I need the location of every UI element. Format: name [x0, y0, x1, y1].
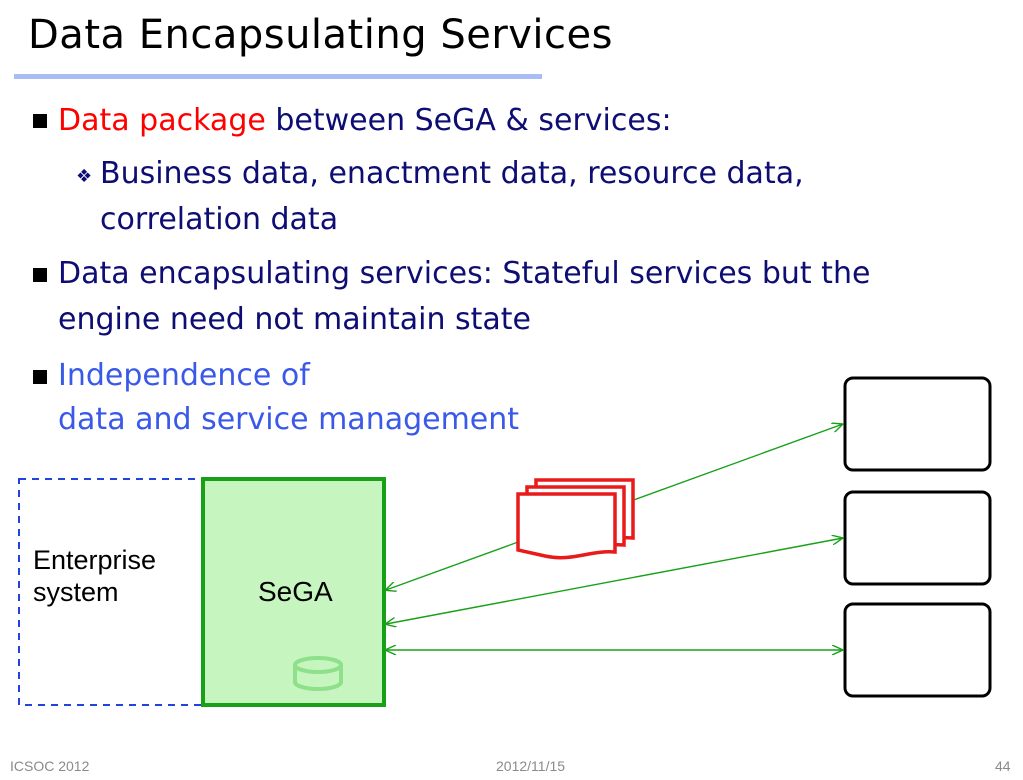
footer-date: 2012/11/15	[496, 758, 566, 774]
sega-label: SeGA	[258, 576, 333, 607]
enterprise-system-label: Enterprise system	[33, 544, 156, 608]
bullet-marker	[33, 370, 47, 384]
bullet-1-highlight: Data package	[58, 103, 266, 138]
bullet-marker	[33, 114, 47, 128]
document-stack-icon	[516, 478, 635, 560]
bullet-1-text: between SeGA & services:	[275, 103, 672, 138]
bullet-2-line2: engine need not maintain state	[58, 302, 532, 337]
diamond-bullet-icon: ❖	[76, 166, 93, 187]
bullet-1: Data package between SeGA & services:	[58, 99, 672, 143]
enterprise-label-line1: Enterprise	[33, 545, 157, 575]
sub-bullet-1-line1: Business data, enactment data, resource …	[100, 156, 804, 191]
slide-title: Data Encapsulating Services	[28, 12, 613, 58]
enterprise-label-line2: system	[33, 577, 119, 607]
service-box-1	[843, 376, 992, 472]
arrow-to-service-2	[386, 538, 843, 624]
footer-page-number: 44	[995, 758, 1011, 774]
sub-bullet-1-line2: correlation data	[100, 202, 339, 237]
bullet-3-line1: Independence of	[58, 358, 310, 393]
footer-conference: ICSOC 2012	[10, 758, 90, 774]
database-icon	[293, 656, 343, 691]
service-box-2	[843, 490, 992, 586]
title-underline	[14, 74, 542, 79]
service-box-3	[843, 602, 992, 698]
bullet-marker	[33, 268, 47, 282]
bullet-2-line1: Data encapsulating services: Stateful se…	[58, 256, 871, 291]
